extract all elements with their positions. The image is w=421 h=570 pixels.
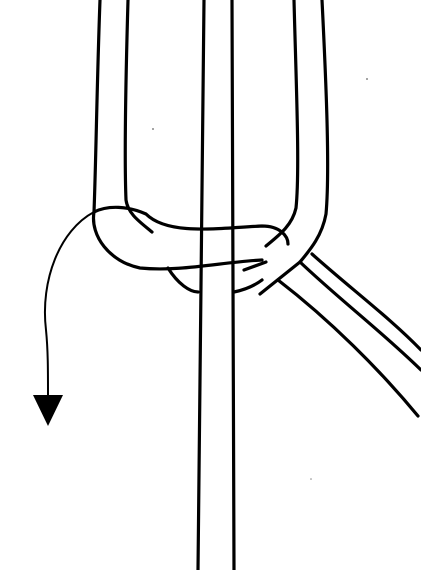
paper-specks: [152, 78, 368, 480]
folded-loop-cord: [92, 0, 330, 264]
direction-arrow: [33, 211, 95, 426]
rear-loop: [166, 266, 264, 294]
working-end-tail: [276, 252, 421, 418]
vertical-standing-cord: [196, 0, 236, 570]
arrow-down-icon: [33, 395, 63, 426]
wrapping-crossing-cord: [91, 205, 302, 296]
